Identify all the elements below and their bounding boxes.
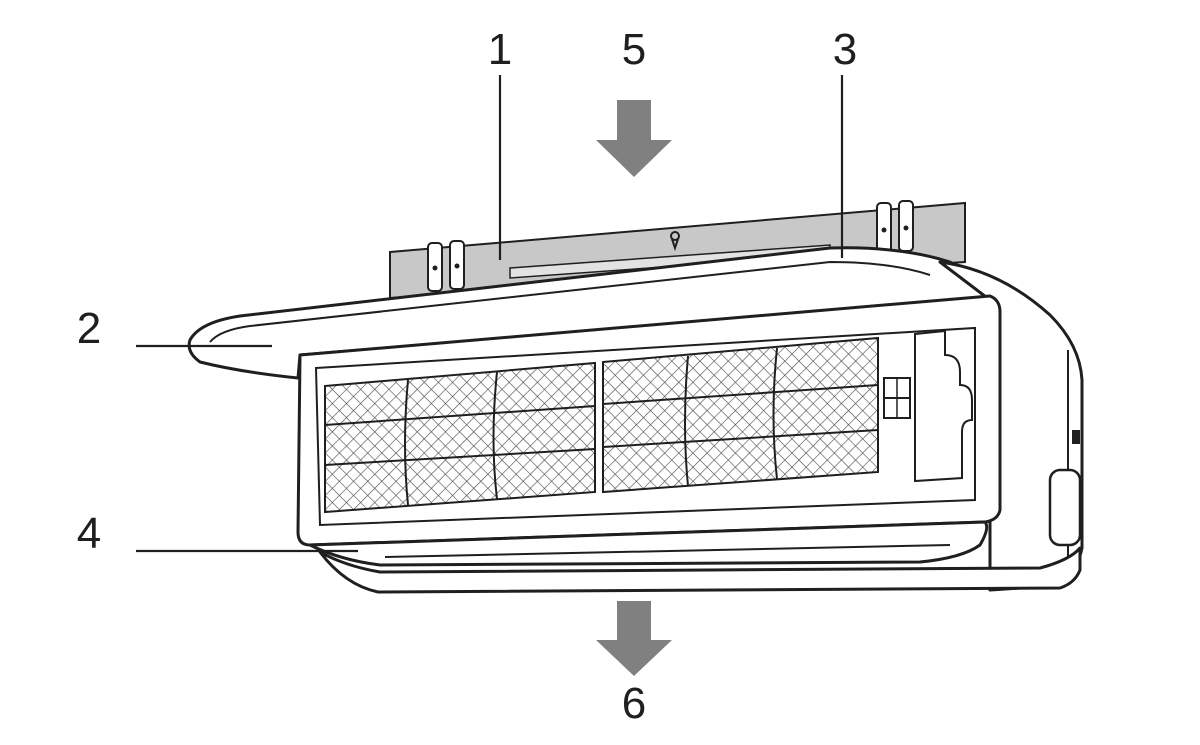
callout-4: 4 xyxy=(77,509,101,558)
unit-side-housing xyxy=(938,260,1084,592)
keyhole-icon xyxy=(670,231,680,252)
callout-leader-lines xyxy=(136,75,844,553)
air-filter-right xyxy=(602,336,879,494)
right-mounting-clip xyxy=(876,200,914,254)
air-outlet-louver xyxy=(308,520,1082,594)
air-outlet-arrow xyxy=(596,601,672,676)
callout-5: 5 xyxy=(622,25,646,74)
callout-2: 2 xyxy=(77,304,101,353)
left-mounting-clip xyxy=(427,240,465,292)
display-panel xyxy=(883,329,973,483)
callout-1: 1 xyxy=(488,25,512,74)
callout-3: 3 xyxy=(833,25,857,74)
air-filter-left xyxy=(324,361,596,514)
indoor-unit-body xyxy=(296,294,1002,547)
callout-6: 6 xyxy=(622,679,646,728)
air-intake-arrow xyxy=(596,100,672,177)
